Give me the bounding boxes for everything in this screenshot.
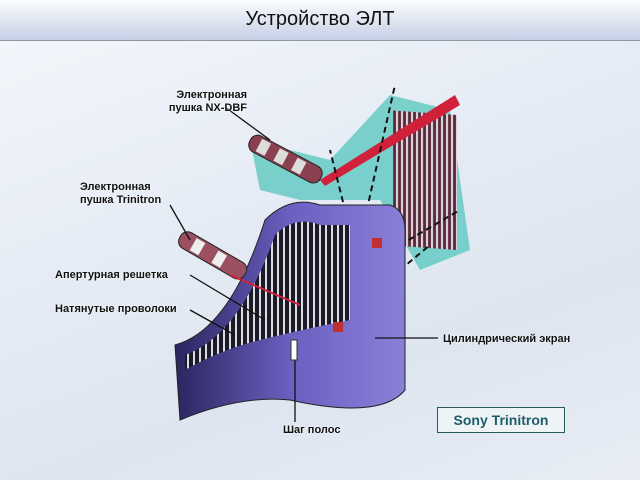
aperture-grille-inner	[185, 221, 350, 370]
label-line: Электронная	[176, 89, 247, 101]
rgb-stripe-top	[372, 238, 382, 248]
aperture-grille-detail	[393, 110, 457, 250]
label-line: Электронная	[80, 181, 151, 193]
electron-beam-bottom	[229, 274, 301, 306]
header-bar: Устройство ЭЛТ	[0, 0, 640, 41]
label-stripe-pitch: Шаг полос	[283, 424, 341, 436]
rgb-stripe	[333, 322, 343, 332]
label-tension-wires: Натянутые проволоки	[55, 303, 177, 315]
nxdbf-gun	[248, 134, 323, 184]
brand-sony-trinitron: Sony Trinitron	[437, 407, 565, 433]
label-cylindrical-screen: Цилиндрический экран	[443, 333, 571, 345]
leader-lines	[169, 106, 438, 422]
stripe-pitch-marker	[290, 339, 298, 361]
label-nxdbf-gun: Электронная пушка NX-DBF	[147, 89, 247, 115]
trinitron-gun	[178, 231, 248, 280]
label-line: пушка NX-DBF	[168, 102, 247, 114]
page-title: Устройство ЭЛТ	[245, 8, 395, 30]
electron-beam-top	[320, 95, 460, 186]
label-aperture-grille: Апертурная решетка	[55, 269, 168, 281]
label-trinitron-gun: Электронная пушка Trinitron	[80, 181, 161, 207]
label-line: пушка Trinitron	[80, 194, 162, 206]
